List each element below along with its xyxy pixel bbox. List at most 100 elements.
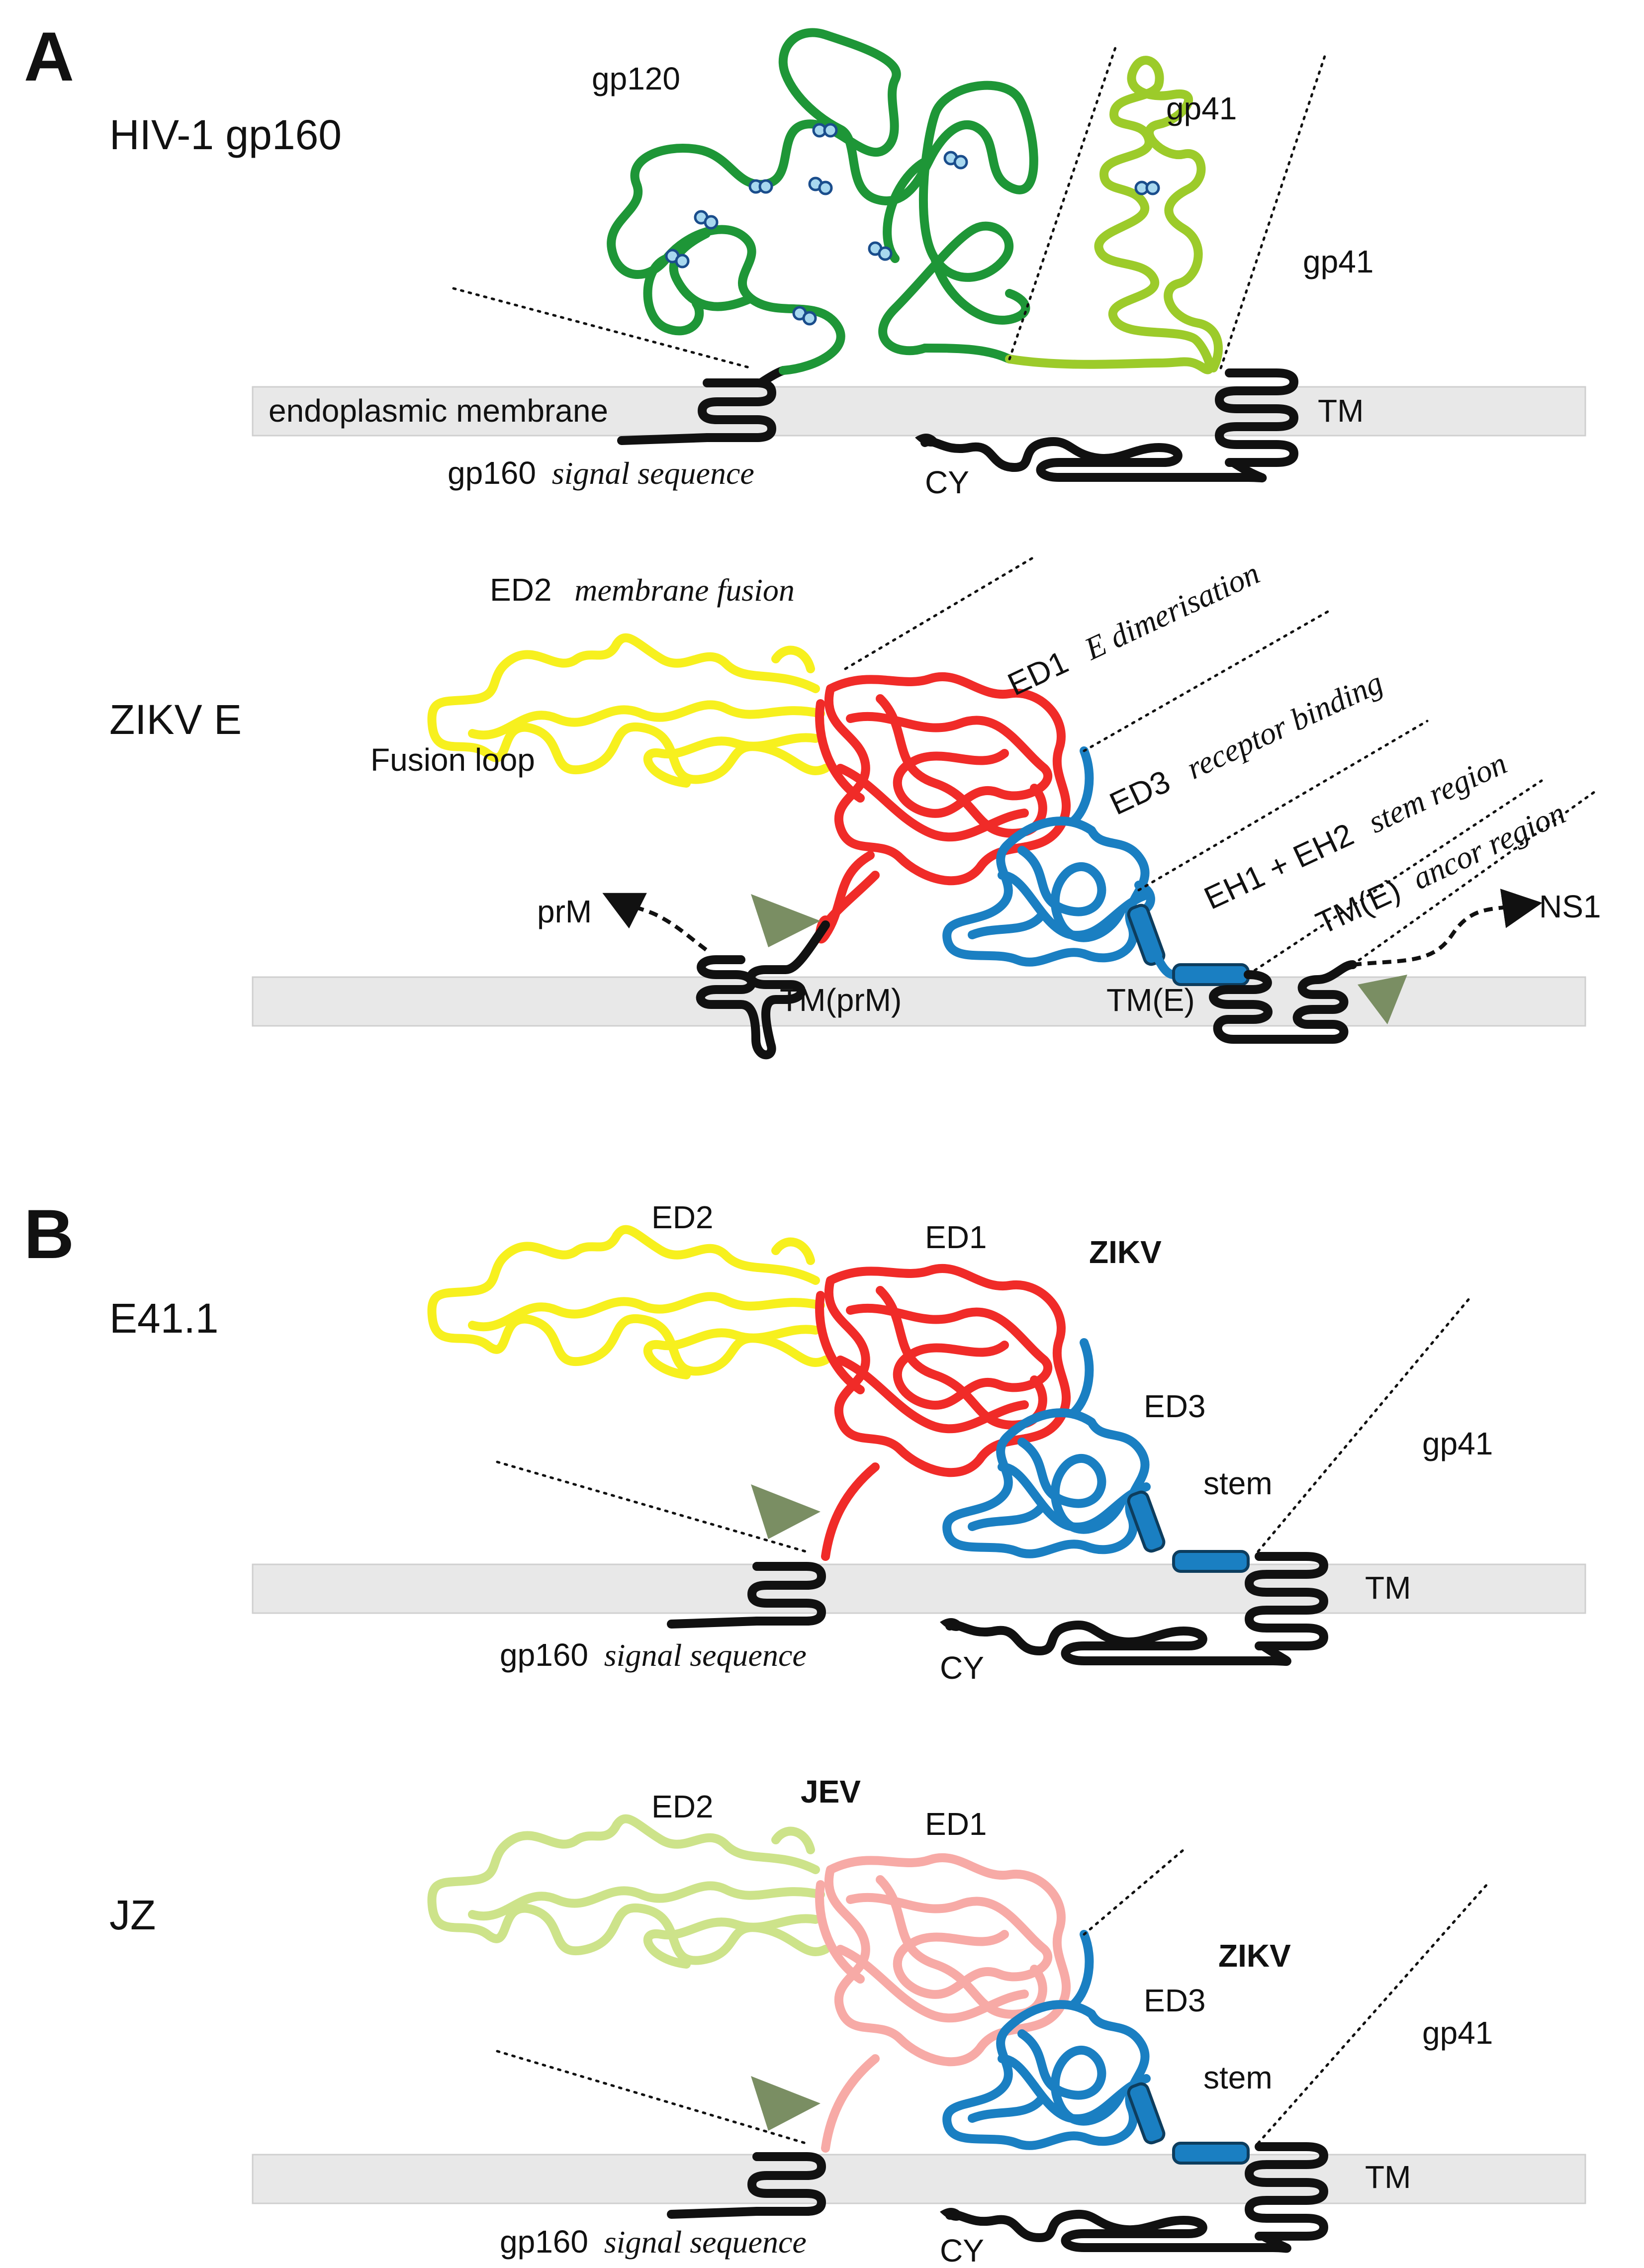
panel-label-b: B (24, 1195, 74, 1273)
zikv-prm-label: prM (537, 894, 592, 929)
gp41-disulfide-bond (1134, 181, 1160, 195)
jz-jev-label: JEV (801, 1774, 861, 1810)
e41-gp41-label: gp41 (1422, 1426, 1493, 1461)
zikv-ed3-connector (1070, 746, 1094, 825)
e41-ed3-connector (1070, 1338, 1094, 1417)
e41-cleavage-site (751, 1484, 821, 1539)
jz-signal-desc: signal sequence (604, 2224, 807, 2260)
zikv-tm-e-label: TM(E) (1106, 982, 1195, 1018)
jz-cy-label: CY (940, 2233, 984, 2268)
zikv-leader-ed1 (844, 555, 1036, 670)
jz-leader-ed1-ed3 (1083, 1848, 1185, 1936)
e41-ed3-label: ED3 (1144, 1388, 1206, 1424)
jz-leader-gp41 (1257, 1883, 1488, 2145)
zikv-leader-tm (1351, 789, 1598, 966)
jz-eh2-helix (1172, 2142, 1250, 2165)
jz-signal-label: gp160 signal sequence (500, 2224, 807, 2260)
jz-cytoplasmic-tail (945, 2209, 1291, 2253)
e41-ed1-domain (820, 1269, 1066, 1472)
zikv-ed3-name: ED3 (1104, 763, 1175, 822)
e41-tm-label: TM (1365, 1570, 1411, 1606)
zikv-ed3-label: ED3 receptor binding (1104, 664, 1388, 821)
hiv-construct-label: HIV-1 gp160 (109, 111, 342, 158)
jz-cy-anchor (940, 2208, 965, 2221)
jz-tm-label: TM (1365, 2159, 1411, 2195)
gp41-ectodomain (1005, 56, 1223, 374)
gp120-disulfide-bonds (665, 123, 968, 326)
hiv-signal-tail (617, 433, 712, 445)
jz-ed1-label: ED1 (925, 1806, 987, 1842)
hiv-signal-desc: signal sequence (552, 455, 754, 491)
e41-ed2-label: ED2 (651, 1199, 714, 1235)
zikv-ed1-desc: E dimerisation (1079, 555, 1265, 667)
e41-stem-label: stem (1203, 1465, 1273, 1501)
jz-stem-label: stem (1203, 2060, 1273, 2095)
e41-ed1-tail (821, 1462, 880, 1561)
e41-cytoplasmic-tail (945, 1621, 1291, 1666)
jz-membrane (252, 2154, 1586, 2204)
e41-zikv-label: ZIKV (1089, 1234, 1162, 1270)
e41-ed1-label: ED1 (925, 1219, 987, 1255)
zikv-ed2-name: ED2 (490, 572, 552, 608)
zikv-e-construct: ZIKV E ED2 membrane fusion ED1 E dimeris… (109, 554, 1601, 1060)
hiv-signal-label: gp160 signal sequence (448, 455, 754, 491)
zikv-ed1-name: ED1 (1002, 644, 1073, 703)
zikv-ed2-desc: membrane fusion (574, 572, 795, 608)
hiv-gp160-construct: HIV-1 gp160 endoplasmic membrane (109, 28, 1586, 500)
hiv-cy-label: CY (925, 464, 969, 500)
e41-cy-label: CY (940, 1650, 984, 1686)
zikv-ed1-label: ED1 E dimerisation (1002, 554, 1265, 702)
zikv-eh2-helix (1172, 963, 1250, 986)
zikv-ns1-arrow (1352, 889, 1543, 967)
hiv-leader-signal (452, 287, 752, 369)
e41-eh2-helix (1172, 1550, 1250, 1573)
zikv-leader-stem (1137, 720, 1429, 892)
jz-ed2-domain (432, 1819, 825, 1964)
hiv-cy-anchor (915, 434, 940, 447)
jz-ed1-domain (820, 1858, 1066, 2062)
jz-ed3-connector (1070, 1930, 1094, 2008)
hiv-tm-label: TM (1318, 393, 1364, 429)
e41-leader-signal (496, 1460, 807, 1553)
jz-ed1-tail (821, 2054, 880, 2153)
hiv-signal-name: gp160 (448, 455, 536, 491)
jz-construct: JZ ED2 JEV ED1 ZIKV ED3 stem gp41 TM CY … (109, 1774, 1586, 2268)
jz-leader-signal (496, 2050, 807, 2145)
jz-signal-name: gp160 (500, 2224, 588, 2260)
jz-ed3-label: ED3 (1144, 1983, 1206, 2018)
zikv-leader-ed3 (1083, 610, 1329, 752)
e41-signal-tail (667, 1617, 761, 1629)
e41-signal-desc: signal sequence (604, 1637, 807, 1673)
zikv-cleavage-site-1 (751, 894, 821, 947)
hiv-endoplasmic-membrane (252, 386, 1586, 437)
gp41-top-label: gp41 (1166, 91, 1237, 126)
e41-signal-name: gp160 (500, 1637, 588, 1673)
jz-ed2-label: ED2 (651, 1789, 714, 1824)
zikv-ed1-tail (821, 871, 880, 929)
jz-zikv-label: ZIKV (1218, 1938, 1291, 1974)
panel-label-a: A (24, 17, 74, 95)
hiv-leader-gp41-tm (1219, 53, 1327, 369)
zikv-fusion-loop-label: Fusion loop (370, 742, 535, 778)
zikv-anchor-name: TM(E) (1310, 871, 1405, 941)
e41-membrane (252, 1563, 1586, 1614)
jz-gp41-label: gp41 (1422, 2015, 1493, 2051)
hiv-membrane-label: endoplasmic membrane (269, 393, 608, 429)
gp120-label: gp120 (592, 61, 680, 96)
zikv-cleavage-site-2 (1358, 975, 1407, 1024)
zikv-tm-e (1209, 960, 1357, 1044)
gp120-base-strand (920, 344, 1014, 363)
e41-leader-gp41 (1257, 1294, 1473, 1553)
zikv-stem-linker-2 (1154, 955, 1178, 979)
hiv-cytoplasmic-tail (920, 437, 1267, 483)
zikv-leader-eh2 (1247, 779, 1543, 976)
e41-construct: E41.1 ED2 ED1 ZIKV ED3 stem gp41 TM CY g… (109, 1199, 1586, 1686)
zikv-ed1-domain (820, 677, 1066, 881)
gp120-domain (607, 28, 1038, 375)
jz-construct-label: JZ (109, 1892, 156, 1938)
zikv-prm-arrow (602, 893, 708, 952)
e41-ed2-domain (432, 1230, 825, 1375)
zikv-ed3-desc: receptor binding (1181, 664, 1388, 786)
e41-signal-label: gp160 signal sequence (500, 1637, 807, 1673)
